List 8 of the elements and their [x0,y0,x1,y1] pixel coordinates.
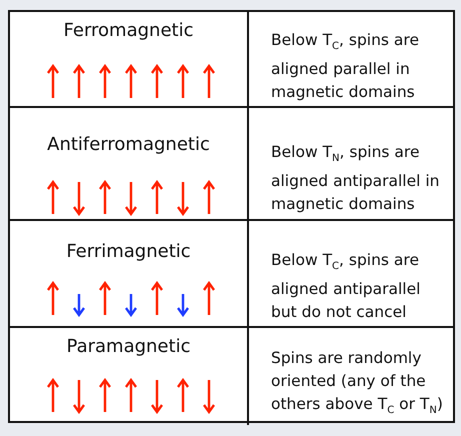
description-text: Below T$_{C}$, spins are aligned antiparallel but do not cancel [271,251,420,322]
magnetism-type-heading: Antiferromagnetic [47,134,210,155]
description-text: Spins are randomly oriented (any of the others above T$_{C}$ or T$_{N}$) [271,349,443,413]
magnetism-type-heading: Ferrimagnetic [66,241,191,262]
description-text: Below T$_{C}$, spins are aligned parallel in magnetic domains [271,31,419,102]
magnetism-type-heading: Ferromagnetic [64,20,194,41]
magnetism-type-heading: Paramagnetic [66,336,190,357]
description-text: Below T$_{N}$, spins are aligned antiparallel in magnetic domains [271,143,440,214]
